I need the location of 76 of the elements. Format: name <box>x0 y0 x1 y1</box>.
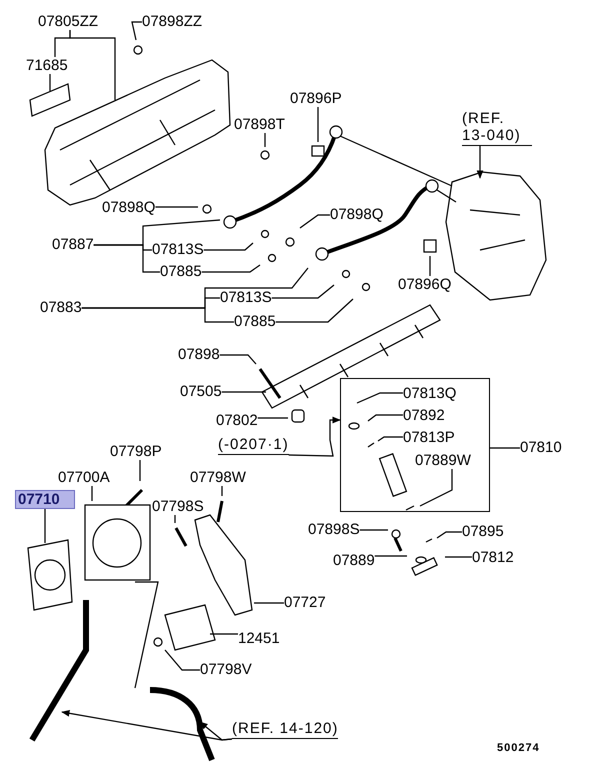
part-number: 07898Q <box>330 206 384 223</box>
leader-line <box>220 354 256 364</box>
leader-line <box>445 556 472 558</box>
part-number: 07898ZZ <box>142 13 202 30</box>
part-number: 07898Q <box>102 199 156 216</box>
part-number: 07896P <box>290 90 342 107</box>
leader-arrow <box>199 721 232 741</box>
leader-line <box>221 486 223 496</box>
part-number: 07505 <box>180 383 222 400</box>
part-number: 07798W <box>190 469 246 486</box>
leader-line <box>222 391 266 393</box>
reference-note: (REF. 14-120) <box>232 720 338 739</box>
leader-line <box>272 284 334 299</box>
part-number: 07883 <box>40 299 82 316</box>
part-number: 07727 <box>284 594 326 611</box>
part-number: 07798P <box>110 443 162 460</box>
leader-line <box>44 509 46 543</box>
leader-line <box>69 30 116 100</box>
leader-line <box>258 417 288 419</box>
part-number: 07812 <box>472 549 514 566</box>
leader-line <box>264 133 266 147</box>
part-number: 07892 <box>403 407 445 424</box>
part-number: 07810 <box>520 439 562 456</box>
leader-line <box>174 515 176 523</box>
leader-line <box>368 414 403 422</box>
leader-line <box>49 74 51 91</box>
part-number: 07887 <box>52 236 94 253</box>
part-number: 12451 <box>238 630 280 647</box>
leader-line <box>204 242 254 251</box>
leader-line <box>139 460 141 481</box>
reference-note: (-0207·1) <box>218 436 289 455</box>
part-number: 07896Q <box>398 276 452 293</box>
part-number: 07798S <box>152 498 204 515</box>
group-frame <box>340 378 490 512</box>
leader-line <box>436 531 462 538</box>
leader-line <box>378 436 403 442</box>
leader-line <box>254 602 284 604</box>
part-number: 07813S <box>152 241 204 258</box>
leader-line <box>300 214 330 228</box>
leader-line <box>374 555 407 557</box>
leader-line <box>317 107 319 142</box>
part-number: 07889W <box>415 452 471 469</box>
part-number: 07898 <box>178 346 220 363</box>
leader-line <box>131 21 142 40</box>
part-number: 07805ZZ <box>38 13 98 30</box>
leader-line <box>210 633 238 635</box>
part-number: 07700A <box>58 469 110 486</box>
leader-line <box>420 469 453 507</box>
part-number: 07802 <box>216 412 258 429</box>
leader-line <box>164 650 200 671</box>
reference-note: (REF. 13-040) <box>462 110 532 146</box>
part-number: 07885 <box>160 263 202 280</box>
leader-line <box>276 298 354 323</box>
leader-line <box>91 486 93 501</box>
part-number: 07898T <box>234 116 285 133</box>
diagram-number: 500274 <box>497 742 540 754</box>
leader-line <box>94 219 220 246</box>
part-number: 07895 <box>462 523 504 540</box>
leader-arrow <box>476 146 484 179</box>
part-number: 07889 <box>333 552 375 569</box>
part-number: 07885 <box>234 313 276 330</box>
leader-line <box>155 206 198 208</box>
leader-line <box>360 529 388 531</box>
leader-line <box>82 268 308 309</box>
leader-arrow <box>288 416 341 457</box>
part-number: 07813S <box>220 289 272 306</box>
part-number: 07813P <box>403 429 455 446</box>
part-number: 07813Q <box>403 385 456 402</box>
leader-line <box>429 256 431 276</box>
leader-line <box>356 392 403 404</box>
leader-line <box>490 447 520 449</box>
part-number: 07898S <box>308 521 360 538</box>
part-number: 07798V <box>200 661 252 678</box>
leader-line <box>202 264 260 273</box>
highlighted-part-number: 07710 <box>15 490 75 509</box>
part-number: 71685 <box>26 57 68 74</box>
